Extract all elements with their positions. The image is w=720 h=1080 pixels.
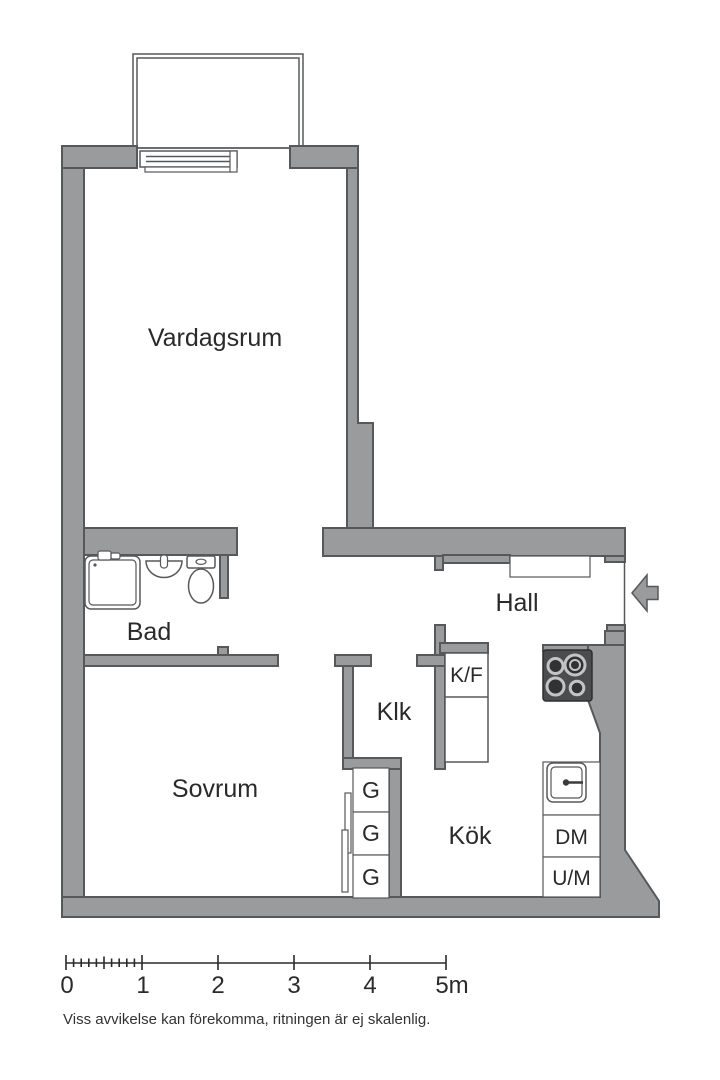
wall-segment <box>83 654 279 667</box>
wall-segment <box>604 555 626 563</box>
wall-segment <box>289 145 359 169</box>
bathroom-label: Bad <box>127 618 171 646</box>
scale-tick-4: 4 <box>363 972 376 999</box>
wardrobe-label-1: G <box>362 777 380 803</box>
wall-segment <box>219 554 229 599</box>
wall-segment <box>342 757 402 770</box>
kitchen-sink-icon <box>546 762 587 803</box>
entry-arrow-icon <box>631 572 659 614</box>
scale-tick-1: 1 <box>136 972 149 999</box>
fridge-freezer-cabinet: K/F <box>444 652 489 763</box>
kitchen-counter: DM U/M <box>542 761 601 898</box>
stove-burners-icon <box>542 649 593 702</box>
balcony-outline <box>132 53 304 149</box>
wall-segment <box>416 654 446 667</box>
oven-micro-label: U/M <box>552 867 591 890</box>
wardrobe-label-3: G <box>362 864 380 890</box>
room-labels: Vardagsrum Bad Hall Klk Sovrum Kök <box>127 324 539 850</box>
wall-segment <box>388 768 402 899</box>
bathroom-fixtures <box>84 550 216 610</box>
scale-tick-3: 3 <box>287 972 300 999</box>
wall-segment <box>334 654 372 667</box>
wardrobe-door-leaf <box>341 829 349 893</box>
wall-segment <box>442 554 511 564</box>
closet-label: Klk <box>377 698 412 726</box>
wall-segment <box>61 644 660 918</box>
wall-segment <box>322 527 626 557</box>
wall-segment <box>61 145 85 918</box>
hall-closet <box>509 555 591 578</box>
wall-segment <box>346 167 374 531</box>
toilet-icon <box>186 555 216 604</box>
washbasin-icon <box>145 554 183 579</box>
scale-minor-ticks <box>72 956 136 969</box>
walls <box>61 145 660 918</box>
wall-segment <box>61 145 138 169</box>
fridge-freezer-label: K/F <box>450 664 483 687</box>
balcony-door-window <box>139 150 238 173</box>
scale-tick-2: 2 <box>211 972 224 999</box>
wall-segment <box>342 665 354 761</box>
kitchen-label: Kök <box>448 822 492 850</box>
hall-label: Hall <box>495 589 538 617</box>
wall-segment <box>439 642 489 654</box>
living-room-label: Vardagsrum <box>148 324 282 352</box>
wardrobe-label-2: G <box>362 820 380 846</box>
wall-segment <box>434 555 444 571</box>
scale-tick-0: 0 <box>60 972 73 999</box>
disclaimer-text: Viss avvikelse kan förekomma, ritningen … <box>63 1011 430 1028</box>
shower-icon <box>84 550 141 610</box>
dishwasher-label: DM <box>555 826 588 849</box>
bedroom-label: Sovrum <box>172 775 258 803</box>
wardrobe-column: G G G <box>341 767 390 899</box>
scale-tick-5m: 5m <box>435 972 468 999</box>
scale-bar: 0 1 2 3 4 5m <box>60 955 469 999</box>
wall-segment <box>604 630 626 646</box>
